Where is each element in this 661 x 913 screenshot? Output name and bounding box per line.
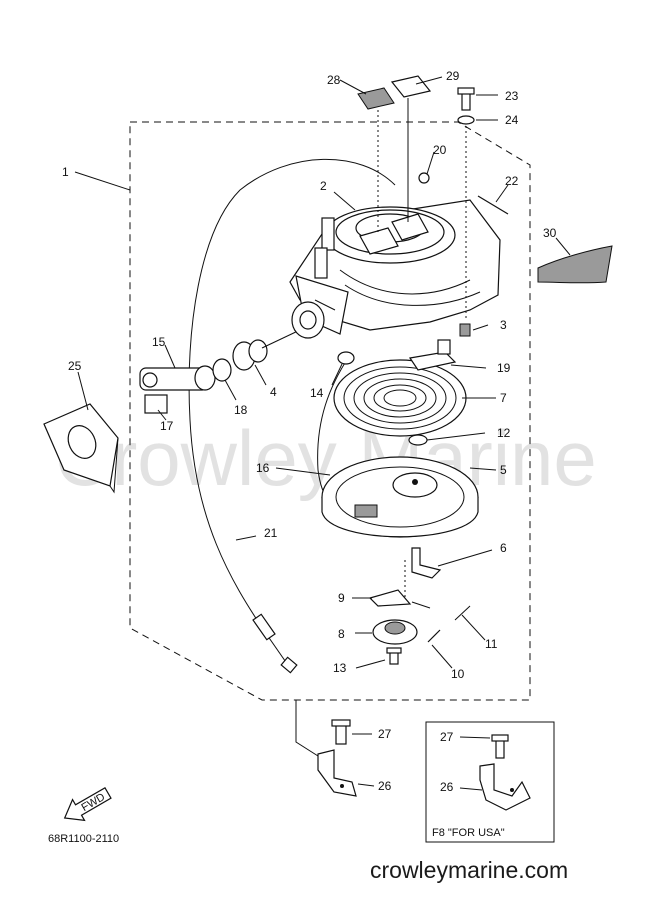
assembly-outline: [129, 121, 531, 701]
bolt-23: [461, 91, 471, 111]
bolt-27-head: [331, 719, 351, 727]
part-number-6: 6: [500, 541, 507, 555]
cable-adjuster: [252, 613, 276, 641]
part-number-25: 25: [68, 359, 82, 373]
cable-21: [188, 158, 396, 633]
part-number-13: 13: [333, 661, 347, 675]
part-number-21: 21: [264, 526, 278, 540]
part-number-19: 19: [497, 361, 511, 375]
spring-22: [477, 195, 509, 215]
part-number-29: 29: [446, 69, 460, 83]
bolt-19: [437, 339, 451, 355]
cable-end-fitting: [280, 656, 298, 674]
bolt-13: [389, 651, 399, 665]
part-number-22: 22: [505, 174, 519, 188]
part-number-23: 23: [505, 89, 519, 103]
part-number-3: 3: [500, 318, 507, 332]
pin-20: [418, 172, 430, 184]
tape-30: [537, 245, 613, 284]
part-number-5: 5: [500, 463, 507, 477]
inset-box: 27 26 F8 "FOR USA": [425, 721, 555, 843]
label-29-sticker: [390, 75, 432, 98]
friction-plate-9: [368, 589, 412, 607]
recoil-spring: [333, 359, 467, 437]
part-number-24: 24: [505, 113, 519, 127]
plate-19: [408, 351, 457, 371]
washer-24: [457, 115, 475, 125]
bolt-23-head: [457, 87, 475, 95]
grommet-25: [43, 403, 119, 494]
part-number-1: 1: [62, 165, 69, 179]
part-number-10: 10: [451, 667, 465, 681]
part-number-labels: 1 2 3 4 5 6 7 8 9 10 11 12 13 14 15 16 1…: [62, 69, 557, 793]
fwd-arrow: FWD: [63, 786, 112, 822]
fwd-arrow-label: FWD: [80, 791, 108, 814]
part-number-27: 27: [378, 727, 392, 741]
part-number-16: 16: [256, 461, 270, 475]
inset-part-number-27: 27: [440, 730, 454, 744]
part-number-15: 15: [152, 335, 166, 349]
part-number-26: 26: [378, 779, 392, 793]
collar-3: [459, 323, 471, 337]
part-number-8: 8: [338, 627, 345, 641]
label-on-housing-a: [359, 227, 399, 255]
part-number-12: 12: [497, 426, 511, 440]
part-number-20: 20: [433, 143, 447, 157]
part-number-18: 18: [234, 403, 248, 417]
part-number-7: 7: [500, 391, 507, 405]
cable-connector-group: [139, 301, 355, 414]
part-number-30: 30: [543, 226, 557, 240]
diagram-code: 68R1100-2110: [48, 833, 119, 845]
spring-10: [427, 629, 441, 643]
part-number-4: 4: [270, 385, 277, 399]
bolt-27: [335, 723, 347, 745]
drive-pawl-6: [411, 547, 442, 579]
part-number-28: 28: [327, 73, 341, 87]
inset-caption: F8 "FOR USA": [432, 827, 505, 839]
label-28-sticker: [357, 87, 395, 110]
part-number-14: 14: [310, 386, 324, 400]
part-number-2: 2: [320, 179, 327, 193]
leader-lines: [74, 76, 571, 787]
website-footer: crowleymarine.com: [370, 857, 568, 883]
inset-part-number-26: 26: [440, 780, 454, 794]
part-number-9: 9: [338, 591, 345, 605]
bolt-13-head: [386, 647, 402, 654]
bracket-26: [317, 749, 357, 797]
circlip-12: [408, 434, 428, 446]
sheave-drum: [321, 456, 479, 538]
part-number-17: 17: [160, 419, 174, 433]
label-on-housing-b: [391, 213, 429, 241]
part-number-11: 11: [485, 637, 498, 651]
